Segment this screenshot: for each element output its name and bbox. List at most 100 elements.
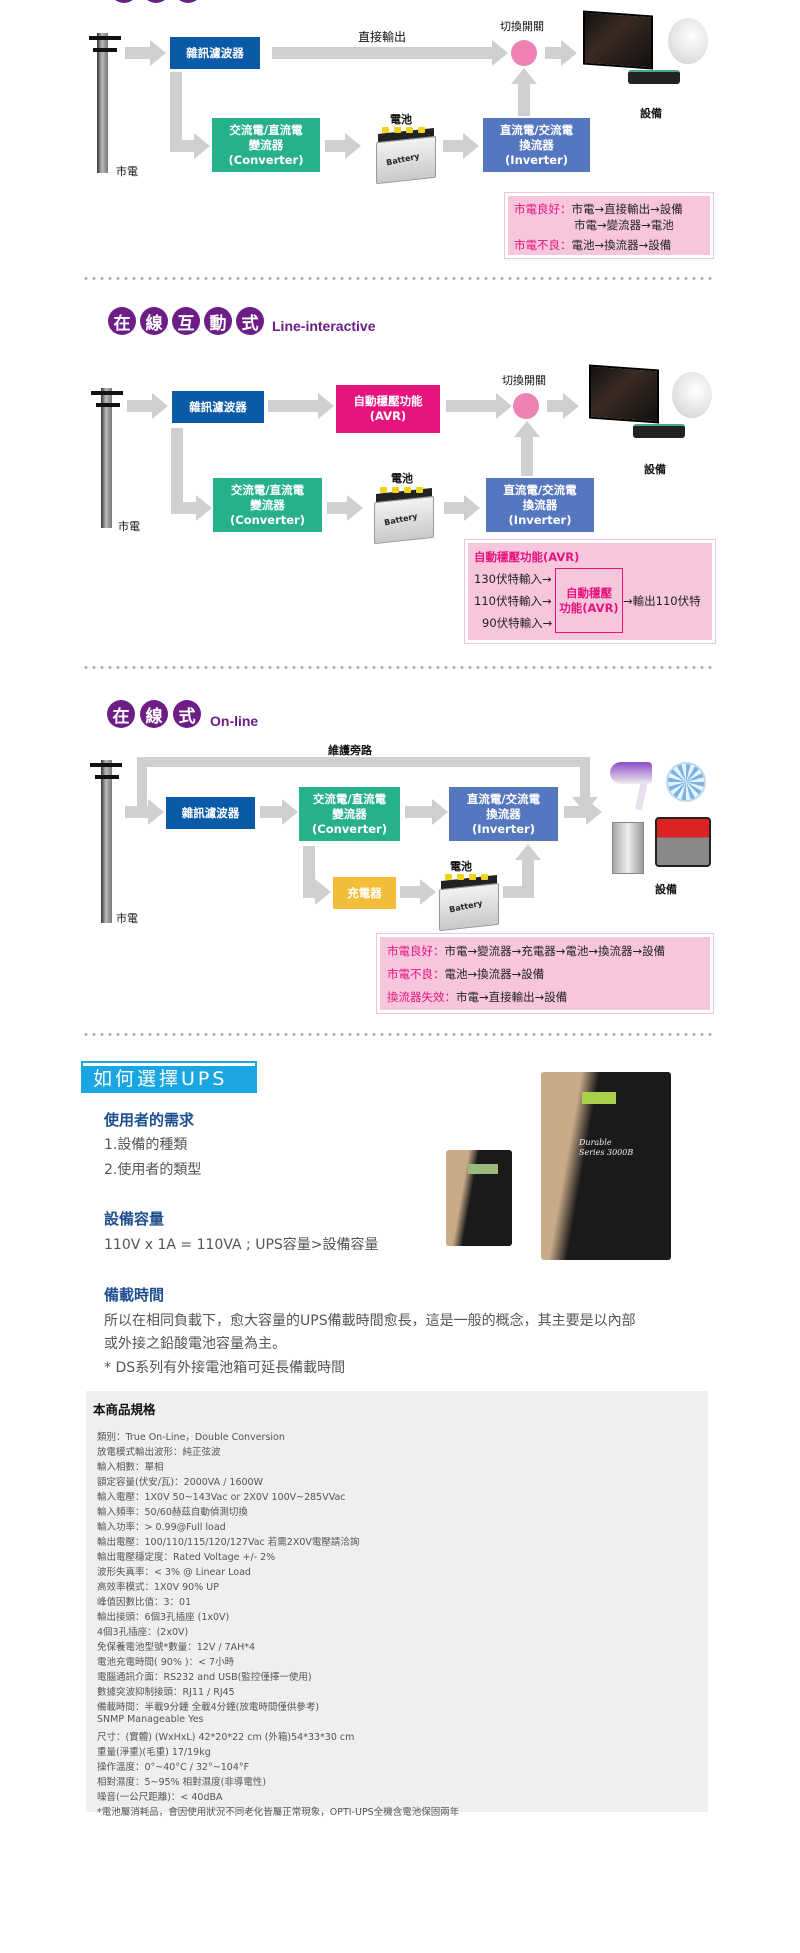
arrow-right-icon [347,495,363,521]
arrow-right-icon [152,393,168,419]
direct-output-label: 直接輸出 [358,30,407,44]
spec-line: 峰值因數比值：3：01 [97,1597,192,1608]
capacity-heading: 設備容量 [104,1210,165,1228]
spec-line: 輸入功率：> 0.99@Full load [97,1522,226,1533]
flow-arrow [547,400,563,412]
title-pill: 互 [172,307,200,335]
inverter-box: 直流電/交流電 換流器 (Inverter) [483,118,590,172]
spec-line: 相對濕度：5~95% 相對濕度(非導電性) [97,1777,267,1788]
utility-pole-icon [97,33,108,173]
flow-arrow [268,400,318,412]
battery-label: 電池 [391,472,413,485]
spec-line: 免保養電池型號*數量：12V / 7AH*4 [97,1642,256,1653]
spec-line: 操作溫度：0°~40°C / 32°~104°F [97,1762,250,1773]
ups-large-image: Durable Series 3000B [541,1072,671,1260]
top-partial-title [0,0,800,4]
flow-arrow [125,47,150,59]
title-pill: 在 [107,700,135,728]
dotted-divider [82,277,714,280]
flow-arrow [170,72,182,150]
dotted-divider [82,1033,714,1036]
spec-line: 類別：True On-Line，Double Conversion [97,1432,285,1443]
converter-box: 交流電/直流電 變流器 (Converter) [212,118,320,172]
arrow-up-icon [511,68,537,84]
flow-arrow [522,860,534,898]
backup-heading: 備載時間 [104,1286,165,1304]
backup-text: 所以在相同負載下，愈大容量的UPS備載時間愈長，這是一般的概念，其主要是以內部 [104,1313,636,1329]
needs-item: 1.設備的種類 [104,1137,188,1153]
utility-label: 市電 [118,520,140,533]
spec-line: 輸出電壓穩定度：Rated Voltage +/- 2% [97,1552,276,1563]
capacity-text: 110V x 1A = 110VA ; UPS容量>設備容量 [104,1237,379,1253]
flow-arrow [170,140,195,152]
arrow-right-icon [561,40,577,66]
arrow-right-icon [496,393,512,419]
dotted-divider [82,666,714,669]
spec-line: 備載時間：半載9分鐘 全載4分鐘(放電時間僅供參考) [97,1702,320,1713]
flow-arrow [171,428,183,513]
flow-arrow [444,502,464,514]
battery-icon: Battery [374,487,434,545]
arrow-right-icon [586,799,602,825]
generator-icon [655,817,711,867]
backup-text: 或外接之鉛酸電池容量為主。 [104,1336,286,1352]
inverter-box: 直流電/交流電 換流器 (Inverter) [449,787,558,841]
title-pill [142,0,170,3]
devices-label: 設備 [640,107,662,120]
arrow-right-icon [463,133,479,159]
spec-line: 4個3孔插座：(2x0V) [97,1627,189,1638]
devices-label: 設備 [655,883,677,896]
title-pill: 線 [140,700,168,728]
utility-pole-icon [101,760,112,923]
flow-arrow [303,886,315,898]
arrow-right-icon [420,879,436,905]
battery-icon: Battery [376,127,436,185]
spec-line: SNMP Manageable Yes [97,1714,204,1725]
spec-line: 放電模式輸出波形：純正弦波 [97,1447,221,1458]
title-pill: 式 [236,307,264,335]
title-pill: 在 [108,307,136,335]
settop-box-icon [628,70,680,84]
arrow-right-icon [318,393,334,419]
flow-arrow [171,502,196,514]
flow-arrow [125,806,148,818]
spec-line: 重量(淨重)(毛重) 17/19kg [97,1747,211,1758]
arrow-right-icon [345,133,361,159]
refrigerator-icon [612,822,644,874]
section-title: On-line [210,713,259,729]
bypass-line [137,757,147,807]
ups-small-image [446,1150,512,1246]
noise-filter-box: 雜訊濾波器 [166,797,255,829]
spec-line: 電腦通訊介面：RS232 and USB(監控僅擇一使用) [97,1672,312,1683]
online-legend: 市電良好：市電→變流器→充電器→電池→換流器→設備 市電不良：電池→換流器→設備… [376,933,714,1014]
spec-line: 輸入相數：單相 [97,1462,164,1473]
spec-line: 高效率模式：1X0V 90% UP [97,1582,219,1593]
arrow-right-icon [432,799,448,825]
inverter-box: 直流電/交流電 換流器 (Inverter) [486,478,594,532]
hair-dryer-handle [634,779,649,811]
tv-device-icon [589,364,659,424]
converter-box: 交流電/直流電 變流器 (Converter) [213,478,322,532]
spec-line: 噪音(一公尺距離)：< 40dBA [97,1792,223,1803]
fan-icon [666,762,706,802]
flow-arrow [446,400,496,412]
spec-line: 輸入頻率：50/60赫茲自動偵測切換 [97,1507,248,1518]
pole-crossbar [96,403,120,407]
settop-box-icon [633,424,685,438]
utility-pole-icon [101,388,112,528]
offline-legend: 市電良好：市電→直接輸出→設備 市電→變流器→電池 市電不良：電池→換流器→設備 [504,192,714,259]
flow-arrow [443,140,463,152]
arrow-right-icon [315,879,331,905]
spec-line: 尺寸：(實體) (WxHxL) 42*20*22 cm (外箱)54*33*30… [97,1732,355,1743]
backup-note: * DS系列有外接電池箱可延長備載時間 [104,1360,346,1376]
flow-arrow [303,846,315,892]
spec-title: 本商品規格 [93,1402,156,1417]
devices-label: 設備 [644,463,666,476]
spec-line: 輸出接頭：6個3孔插座 (1x0V) [97,1612,230,1623]
battery-label: 電池 [450,860,472,873]
bypass-line [137,757,589,767]
title-pill: 動 [204,307,232,335]
spec-line: 電池充電時間( 90% )：< 7小時 [97,1657,235,1668]
title-pill: 式 [173,700,201,728]
pole-crossbar [95,775,119,779]
